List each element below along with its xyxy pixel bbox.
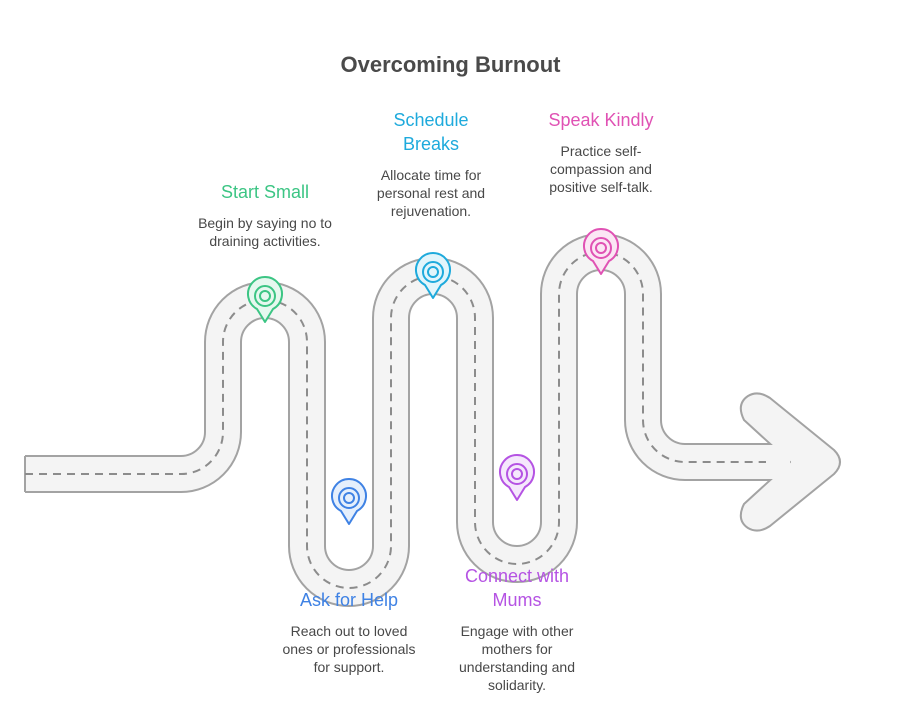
step-connect-with-mums: Connect with Mums Engage with other moth… (437, 564, 597, 694)
diagram-title: Overcoming Burnout (340, 52, 561, 77)
pin-body (499, 454, 535, 501)
pin-ring-inner (427, 266, 439, 278)
map-pin-icon (415, 252, 451, 299)
map-pin-icon (499, 454, 535, 501)
arrow-head (739, 392, 841, 532)
pin-body (247, 276, 283, 323)
step-title: Connect with Mums (464, 566, 570, 610)
pin-ring-outer (338, 487, 360, 509)
pin-body (331, 478, 367, 525)
step-description: Practice self-compassion and positive se… (549, 143, 653, 195)
map-pin-icon (247, 276, 283, 323)
pin-body (583, 228, 619, 275)
step-title: Start Small (220, 182, 310, 202)
pin-ring-inner (511, 468, 523, 480)
step-speak-kindly: Speak Kindly Practice self-compassion an… (521, 108, 681, 196)
pin-ring-inner (343, 492, 355, 504)
map-pin-icon (331, 478, 367, 525)
pin-ring-inner (259, 290, 271, 302)
pin-ring-outer (506, 463, 528, 485)
map-pin-icon (583, 228, 619, 275)
step-ask-for-help: Ask for Help Reach out to loved ones or … (269, 588, 429, 676)
step-title: Ask for Help (299, 590, 399, 610)
pin-ring-outer (254, 285, 276, 307)
pin-ring-outer (590, 237, 612, 259)
step-schedule-breaks: Schedule Breaks Allocate time for person… (361, 108, 501, 220)
step-description: Allocate time for personal rest and reju… (376, 167, 486, 219)
pin-ring-inner (595, 242, 607, 254)
road-surface (25, 235, 790, 605)
step-start-small: Start Small Begin by saying no to draini… (185, 180, 345, 250)
step-description: Engage with other mothers for understand… (459, 623, 575, 693)
step-description: Reach out to loved ones or professionals… (282, 623, 416, 675)
step-description: Begin by saying no to draining activitie… (198, 215, 332, 249)
step-title: Schedule Breaks (393, 110, 469, 154)
step-title: Speak Kindly (548, 110, 654, 130)
pin-body (415, 252, 451, 299)
pin-ring-outer (422, 261, 444, 283)
